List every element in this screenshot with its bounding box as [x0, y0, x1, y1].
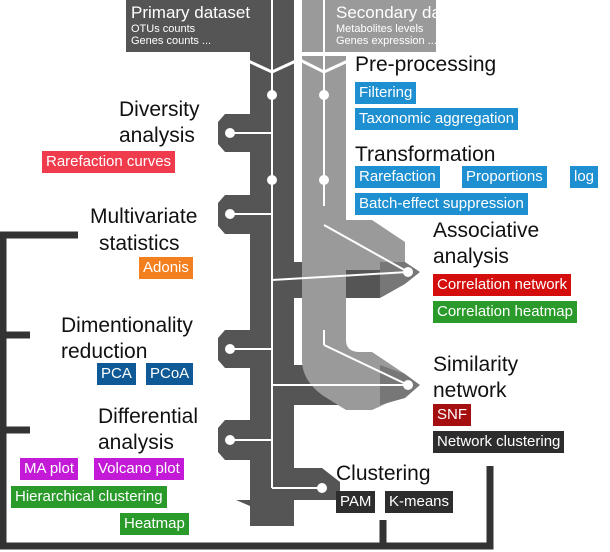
similarity-title-line1: Similarity	[433, 353, 519, 376]
network-clustering-badge: Network clustering	[433, 431, 565, 453]
filtering-badge: Filtering	[355, 82, 417, 104]
dimensionality-title-line1: Dimentionality	[61, 314, 193, 337]
primary-dataset-sub2: Genes counts ...	[131, 35, 212, 47]
differential-title-line1: Differential	[98, 405, 198, 428]
pam-badge: PAM	[336, 491, 376, 513]
taxonomic-aggregation-badge: Taxonomic aggregation	[355, 108, 519, 130]
preprocessing-title: Pre-processing	[355, 53, 497, 76]
rarefaction-badge: Rarefaction	[355, 166, 440, 188]
volcano-plot-badge: Volcano plot	[94, 458, 184, 480]
similarity-title-line2: network	[433, 379, 507, 402]
associative-title-line2: analysis	[433, 245, 509, 268]
rarefaction-curves-badge: Rarefaction curves	[42, 151, 176, 173]
correlation-network-badge: Correlation network	[433, 274, 572, 296]
correlation-heatmap-badge: Correlation heatmap	[433, 301, 577, 323]
dimensionality-title-line2: reduction	[61, 340, 148, 363]
heatmap-badge: Heatmap	[120, 513, 189, 535]
diversity-title-line2: analysis	[119, 124, 195, 147]
associative-title-line1: Associative	[433, 219, 540, 242]
track-centerlines	[230, 0, 409, 489]
transformation-title: Transformation	[355, 143, 496, 166]
ma-plot-badge: MA plot	[20, 458, 79, 480]
multivariate-title-line2: statistics	[99, 232, 180, 255]
batch-effect-badge: Batch-effect suppression	[355, 193, 528, 215]
merge-arrows	[380, 262, 420, 405]
pipeline-nodes	[225, 90, 413, 493]
differential-title-line2: analysis	[98, 431, 174, 454]
secondary-dataset-title: Secondary dataset	[336, 3, 478, 22]
pca-badge: PCA	[97, 363, 136, 385]
multivariate-title-line1: Multivariate	[90, 205, 198, 228]
secondary-dataset-sub1: Metabolites levels	[336, 23, 424, 35]
diversity-title-line1: Diversity	[119, 98, 200, 121]
bracket-lines	[0, 231, 494, 550]
pcoa-badge: PCoA	[146, 363, 194, 385]
hierarchical-clustering-badge: Hierarchical clustering	[11, 486, 167, 508]
secondary-dataset-sub2: Genes expression ...	[336, 35, 437, 47]
log-badge: log	[570, 166, 599, 188]
proportions-badge: Proportions	[462, 166, 547, 188]
k-means-badge: K-means	[385, 491, 454, 513]
adonis-badge: Adonis	[139, 257, 193, 279]
primary-dataset-title: Primary dataset	[131, 3, 251, 22]
clustering-title: Clustering	[336, 462, 431, 485]
snf-badge: SNF	[433, 404, 471, 426]
primary-dataset-sub1: OTUs counts	[131, 23, 196, 35]
